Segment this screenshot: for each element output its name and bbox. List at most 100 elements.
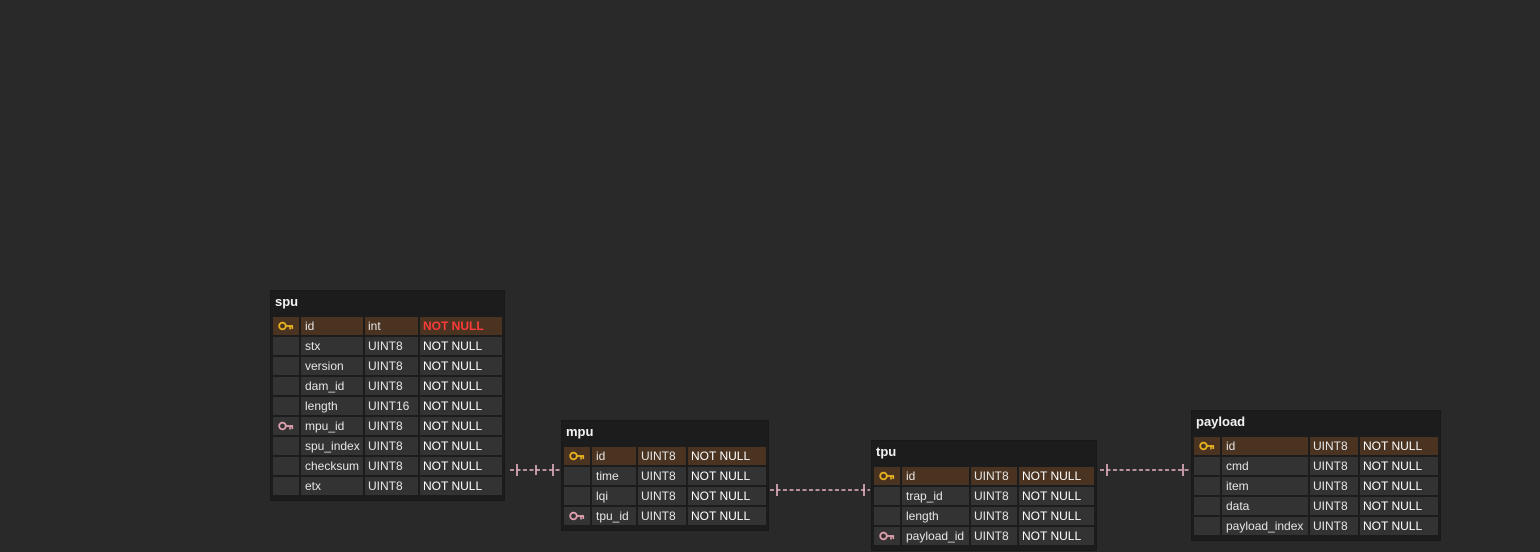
- key-cell: [874, 467, 900, 485]
- column-name: id: [301, 317, 363, 335]
- key-cell: [564, 467, 590, 485]
- column-type: UINT8: [971, 467, 1017, 485]
- key-cell: [273, 317, 299, 335]
- column-constraint: NOT NULL: [420, 397, 502, 415]
- table-title: spu: [275, 294, 299, 309]
- column-constraint: NOT NULL: [420, 377, 502, 395]
- column-type: UINT8: [971, 487, 1017, 505]
- column-constraint: NOT NULL: [688, 487, 766, 505]
- column-constraint: NOT NULL: [420, 457, 502, 475]
- column-constraint: NOT NULL: [1360, 497, 1438, 515]
- key-cell: [1194, 517, 1220, 535]
- column-constraint: NOT NULL: [1360, 457, 1438, 475]
- key-cell: [874, 487, 900, 505]
- column-constraint: NOT NULL: [688, 467, 766, 485]
- key-cell: [564, 447, 590, 465]
- key-cell: [564, 487, 590, 505]
- table-title: payload: [1196, 414, 1246, 429]
- column-name: item: [1222, 477, 1308, 495]
- column-name: trap_id: [902, 487, 969, 505]
- column-name: lqi: [592, 487, 636, 505]
- column-type: UINT8: [638, 487, 686, 505]
- column-type: UINT8: [1310, 497, 1358, 515]
- column-type: UINT8: [971, 507, 1017, 525]
- column-type: UINT16: [365, 397, 418, 415]
- column-constraint: NOT NULL: [1019, 467, 1094, 485]
- column-constraint: NOT NULL: [1019, 487, 1094, 505]
- key-cell: [273, 417, 299, 435]
- column-type: UINT8: [365, 477, 418, 495]
- column-name: time: [592, 467, 636, 485]
- key-cell: [273, 357, 299, 375]
- table-title: tpu: [876, 444, 897, 459]
- column-type: UINT8: [365, 417, 418, 435]
- column-type: UINT8: [638, 447, 686, 465]
- key-cell: [273, 377, 299, 395]
- key-cell: [1194, 437, 1220, 455]
- column-type: UINT8: [365, 337, 418, 355]
- column-name: id: [1222, 437, 1308, 455]
- key-cell: [1194, 477, 1220, 495]
- table-title: mpu: [566, 424, 594, 439]
- key-cell: [874, 507, 900, 525]
- column-constraint: NOT NULL: [1019, 527, 1094, 545]
- column-constraint: NOT NULL: [688, 447, 766, 465]
- link-tpu-payload[interactable]: [1100, 464, 1190, 476]
- primary-key-icon: [1199, 441, 1215, 451]
- column-constraint: NOT NULL: [420, 317, 502, 335]
- column-type: int: [365, 317, 418, 335]
- key-cell: [273, 437, 299, 455]
- column-type: UINT8: [1310, 457, 1358, 475]
- column-name: payload_id: [902, 527, 969, 545]
- column-type: UINT8: [638, 507, 686, 525]
- column-name: version: [301, 357, 363, 375]
- column-type: UINT8: [1310, 437, 1358, 455]
- column-constraint: NOT NULL: [1360, 517, 1438, 535]
- column-type: UINT8: [1310, 517, 1358, 535]
- foreign-key-icon: [879, 531, 895, 541]
- key-cell: [564, 507, 590, 525]
- column-name: length: [301, 397, 363, 415]
- column-type: UINT8: [365, 357, 418, 375]
- primary-key-icon: [278, 321, 294, 331]
- column-name: spu_index: [301, 437, 363, 455]
- primary-key-icon: [879, 471, 895, 481]
- column-name: etx: [301, 477, 363, 495]
- link-mpu-tpu[interactable]: [770, 484, 870, 496]
- column-constraint: NOT NULL: [420, 477, 502, 495]
- column-type: UINT8: [1310, 477, 1358, 495]
- column-name: payload_index: [1222, 517, 1308, 535]
- column-constraint: NOT NULL: [1360, 437, 1438, 455]
- column-name: id: [592, 447, 636, 465]
- link-spu-mpu[interactable]: [510, 464, 560, 476]
- column-name: id: [902, 467, 969, 485]
- column-name: checksum: [301, 457, 363, 475]
- column-constraint: NOT NULL: [688, 507, 766, 525]
